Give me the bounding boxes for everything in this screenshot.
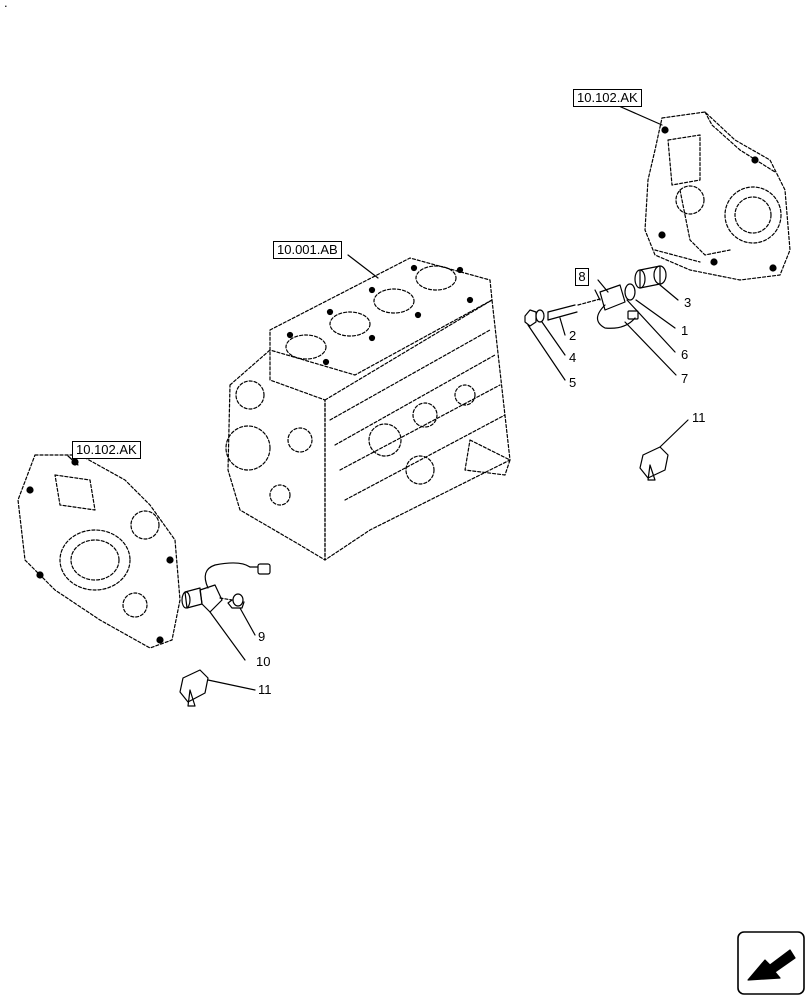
sensor-group-left: [181, 562, 271, 661]
callout-11-right: 11: [692, 410, 706, 425]
timing-cover-top-right: [611, 102, 791, 281]
sensor-group-right: [524, 265, 679, 381]
callout-10: 10: [256, 654, 271, 669]
reference-label-engine-block[interactable]: 10.001.AB: [273, 241, 342, 259]
clip-left: [179, 669, 256, 707]
engine-block: [225, 254, 511, 561]
callout-3: 3: [684, 295, 692, 310]
reference-label-timing-cover-left[interactable]: 10.102.AK: [72, 441, 141, 459]
callout-1: 1: [681, 323, 689, 338]
next-page-arrow-icon[interactable]: [737, 931, 805, 995]
callout-8: 8: [575, 268, 589, 286]
callout-2: 2: [569, 328, 577, 343]
callout-11-left: 11: [258, 682, 272, 697]
callout-5: 5: [569, 375, 577, 390]
callout-9: 9: [258, 629, 266, 644]
corner-mark: .: [4, 0, 8, 10]
callout-4: 4: [569, 350, 577, 365]
callout-6: 6: [681, 347, 689, 362]
callout-7: 7: [681, 371, 689, 386]
timing-cover-left: [17, 454, 181, 649]
clip-right: [639, 419, 689, 481]
reference-label-timing-cover-top[interactable]: 10.102.AK: [573, 89, 642, 107]
